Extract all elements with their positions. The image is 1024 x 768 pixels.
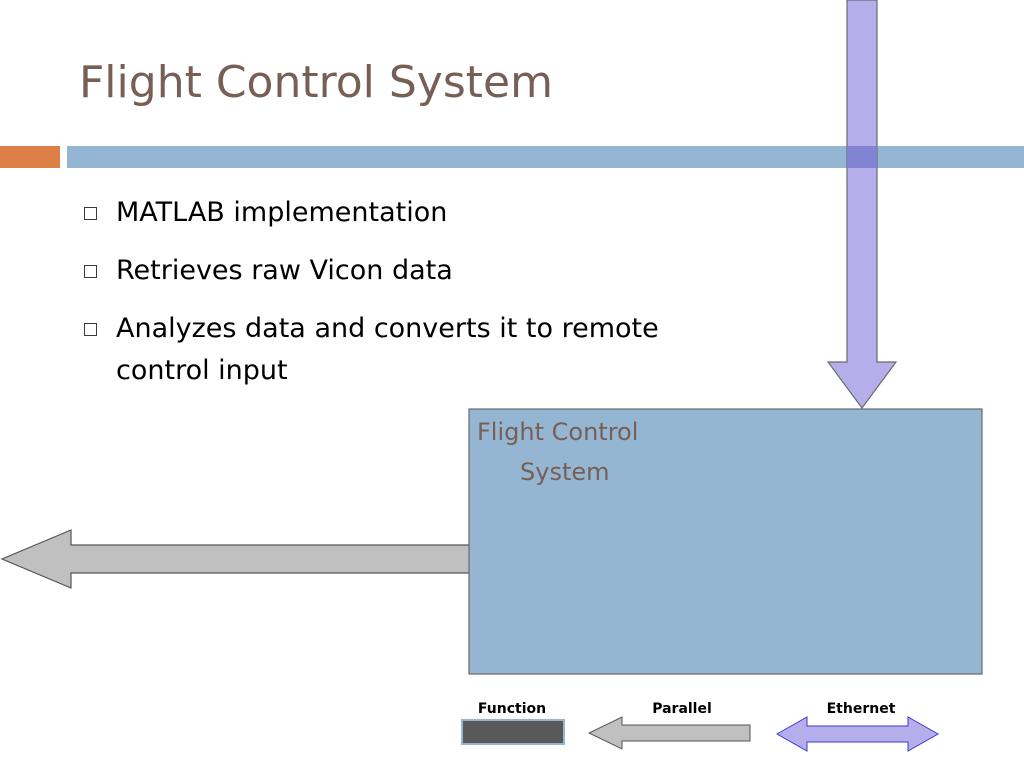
bullet-text: MATLAB implementation <box>116 197 448 228</box>
ethernet-input-arrow <box>826 0 898 410</box>
bullet-text: Retrieves raw Vicon data <box>116 255 453 286</box>
parallel-output-arrow <box>0 529 471 589</box>
title-accent-bar <box>0 146 60 168</box>
square-bullet-icon <box>84 207 97 220</box>
box-label-line2: System <box>520 458 610 486</box>
square-bullet-icon <box>84 323 97 336</box>
bullet-item: MATLAB implementation <box>84 192 684 234</box>
bullet-list: MATLAB implementation Retrieves raw Vico… <box>84 192 684 408</box>
legend-function-label: Function <box>477 701 547 717</box>
bullet-item: Analyzes data and converts it to remote … <box>84 308 684 392</box>
box-label: Flight Control System <box>477 412 697 492</box>
legend-parallel-arrow <box>587 716 751 750</box>
legend-function-swatch <box>461 719 565 745</box>
box-label-line1: Flight Control <box>477 418 639 446</box>
legend-parallel-label: Parallel <box>652 701 712 717</box>
bullet-text: Analyzes data and converts it to remote … <box>116 313 659 386</box>
slide-title: Flight Control System <box>79 57 553 108</box>
bullet-item: Retrieves raw Vicon data <box>84 250 684 292</box>
legend-ethernet-arrow <box>775 716 940 752</box>
square-bullet-icon <box>84 265 97 278</box>
legend-ethernet-label: Ethernet <box>826 701 896 717</box>
title-rule-bar <box>67 146 1024 168</box>
